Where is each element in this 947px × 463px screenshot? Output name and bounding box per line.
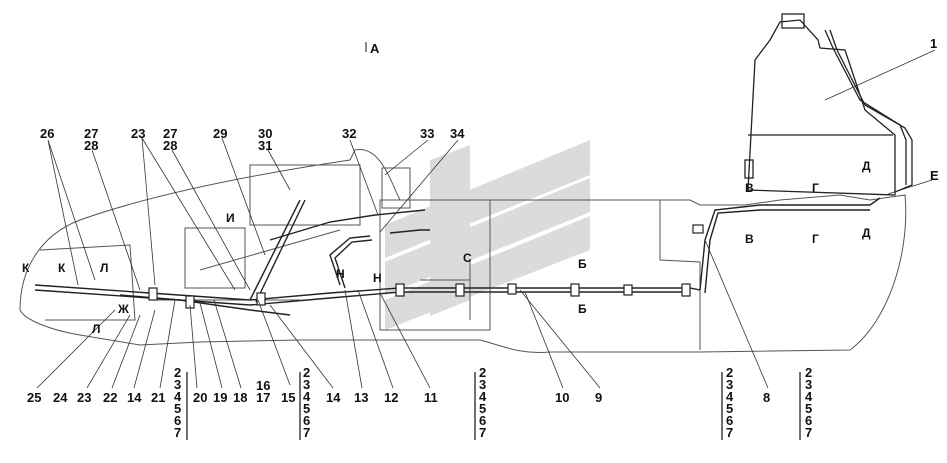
section-N1: Н — [336, 267, 345, 281]
callout-12: 12 — [384, 390, 398, 405]
section-D-top: Д — [862, 159, 871, 173]
svg-text:6: 6 — [805, 413, 812, 428]
svg-text:4: 4 — [805, 389, 813, 404]
section-K1: К — [22, 261, 30, 275]
number-stack-2: 2 3 4 5 6 7 — [303, 365, 311, 440]
section-K2: К — [58, 261, 66, 275]
callout-34: 34 — [450, 126, 465, 141]
view-marker: А — [365, 41, 380, 56]
callout-25: 25 — [27, 390, 41, 405]
callout-23b: 23 — [131, 126, 145, 141]
callout-30: 30 — [258, 126, 272, 141]
number-stack-4: 2 3 4 5 6 7 — [726, 365, 734, 440]
svg-text:2: 2 — [174, 365, 181, 380]
callout-28b: 28 — [163, 138, 177, 153]
callout-16: 16 — [256, 378, 270, 393]
clamps — [148, 224, 704, 309]
svg-text:3: 3 — [303, 377, 310, 392]
svg-text:5: 5 — [303, 401, 310, 416]
svg-text:6: 6 — [726, 413, 733, 428]
svg-text:6: 6 — [479, 413, 486, 428]
hose-lines — [34, 197, 881, 316]
svg-text:7: 7 — [174, 425, 181, 440]
svg-text:5: 5 — [805, 401, 812, 416]
section-N2: Н — [373, 271, 382, 285]
callout-22: 22 — [103, 390, 117, 405]
section-D-bottom: Д — [862, 226, 871, 240]
callout-1: 1 — [930, 36, 937, 51]
callout-13: 13 — [354, 390, 368, 405]
callout-31: 31 — [258, 138, 272, 153]
callout-28a: 28 — [84, 138, 98, 153]
section-B-bottom: В — [745, 232, 754, 246]
callout-29: 29 — [213, 126, 227, 141]
callout-27b: 27 — [163, 126, 177, 141]
svg-text:6: 6 — [303, 413, 310, 428]
svg-text:7: 7 — [805, 425, 812, 440]
callout-32: 32 — [342, 126, 356, 141]
number-stack-1: 2 3 4 5 6 7 — [174, 365, 182, 440]
number-stack-5: 2 3 4 5 6 7 — [805, 365, 813, 440]
callout-10: 10 — [555, 390, 569, 405]
callout-23a: 23 — [77, 390, 91, 405]
callout-19: 19 — [213, 390, 227, 405]
callout-33: 33 — [420, 126, 434, 141]
svg-text:2: 2 — [805, 365, 812, 380]
svg-text:4: 4 — [303, 389, 311, 404]
callout-15: 15 — [281, 390, 295, 405]
svg-text:5: 5 — [174, 401, 181, 416]
svg-text:5: 5 — [479, 401, 486, 416]
section-S: С — [463, 251, 472, 265]
svg-text:3: 3 — [805, 377, 812, 392]
view-marker-label: А — [370, 41, 380, 56]
section-E: Е — [930, 168, 939, 183]
svg-text:3: 3 — [479, 377, 486, 392]
callout-27a: 27 — [84, 126, 98, 141]
section-letters: В В Г Г Д Д Е С Б Б Н Н И К К Л Л Ж — [22, 159, 939, 336]
svg-text:4: 4 — [174, 389, 182, 404]
callout-26: 26 — [40, 126, 54, 141]
section-Zh: Ж — [117, 302, 129, 316]
section-Bb-bottom: Б — [578, 302, 587, 316]
number-stack-3: 2 3 4 5 6 7 — [479, 365, 487, 440]
svg-text:5: 5 — [726, 401, 733, 416]
svg-text:2: 2 — [726, 365, 733, 380]
callout-9: 9 — [595, 390, 602, 405]
section-I: И — [226, 211, 235, 225]
section-G-top: Г — [812, 181, 819, 195]
section-L2: Л — [92, 322, 100, 336]
svg-text:4: 4 — [479, 389, 487, 404]
tank-outline — [744, 13, 913, 196]
callout-14b: 14 — [326, 390, 341, 405]
svg-text:3: 3 — [174, 377, 181, 392]
callouts: 1 8 9 10 11 12 13 14 15 16 17 18 19 20 2… — [27, 36, 937, 405]
svg-text:3: 3 — [726, 377, 733, 392]
callout-24: 24 — [53, 390, 68, 405]
svg-text:7: 7 — [479, 425, 486, 440]
watermark-logo — [385, 140, 590, 330]
callout-21: 21 — [151, 390, 165, 405]
leader-lines — [36, 49, 936, 389]
svg-text:7: 7 — [303, 425, 310, 440]
svg-text:2: 2 — [479, 365, 486, 380]
svg-text:2: 2 — [303, 365, 310, 380]
section-G-bottom: Г — [812, 232, 819, 246]
stack-brackets — [186, 372, 801, 440]
svg-text:4: 4 — [726, 389, 734, 404]
callout-11: 11 — [424, 390, 438, 405]
callout-17: 17 — [256, 390, 270, 405]
callout-20: 20 — [193, 390, 207, 405]
svg-text:6: 6 — [174, 413, 181, 428]
section-B-top: В — [745, 181, 754, 195]
section-Bb-top: Б — [578, 257, 587, 271]
section-L1: Л — [100, 261, 108, 275]
callout-18: 18 — [233, 390, 247, 405]
callout-8: 8 — [763, 390, 770, 405]
svg-text:7: 7 — [726, 425, 733, 440]
callout-14a: 14 — [127, 390, 142, 405]
